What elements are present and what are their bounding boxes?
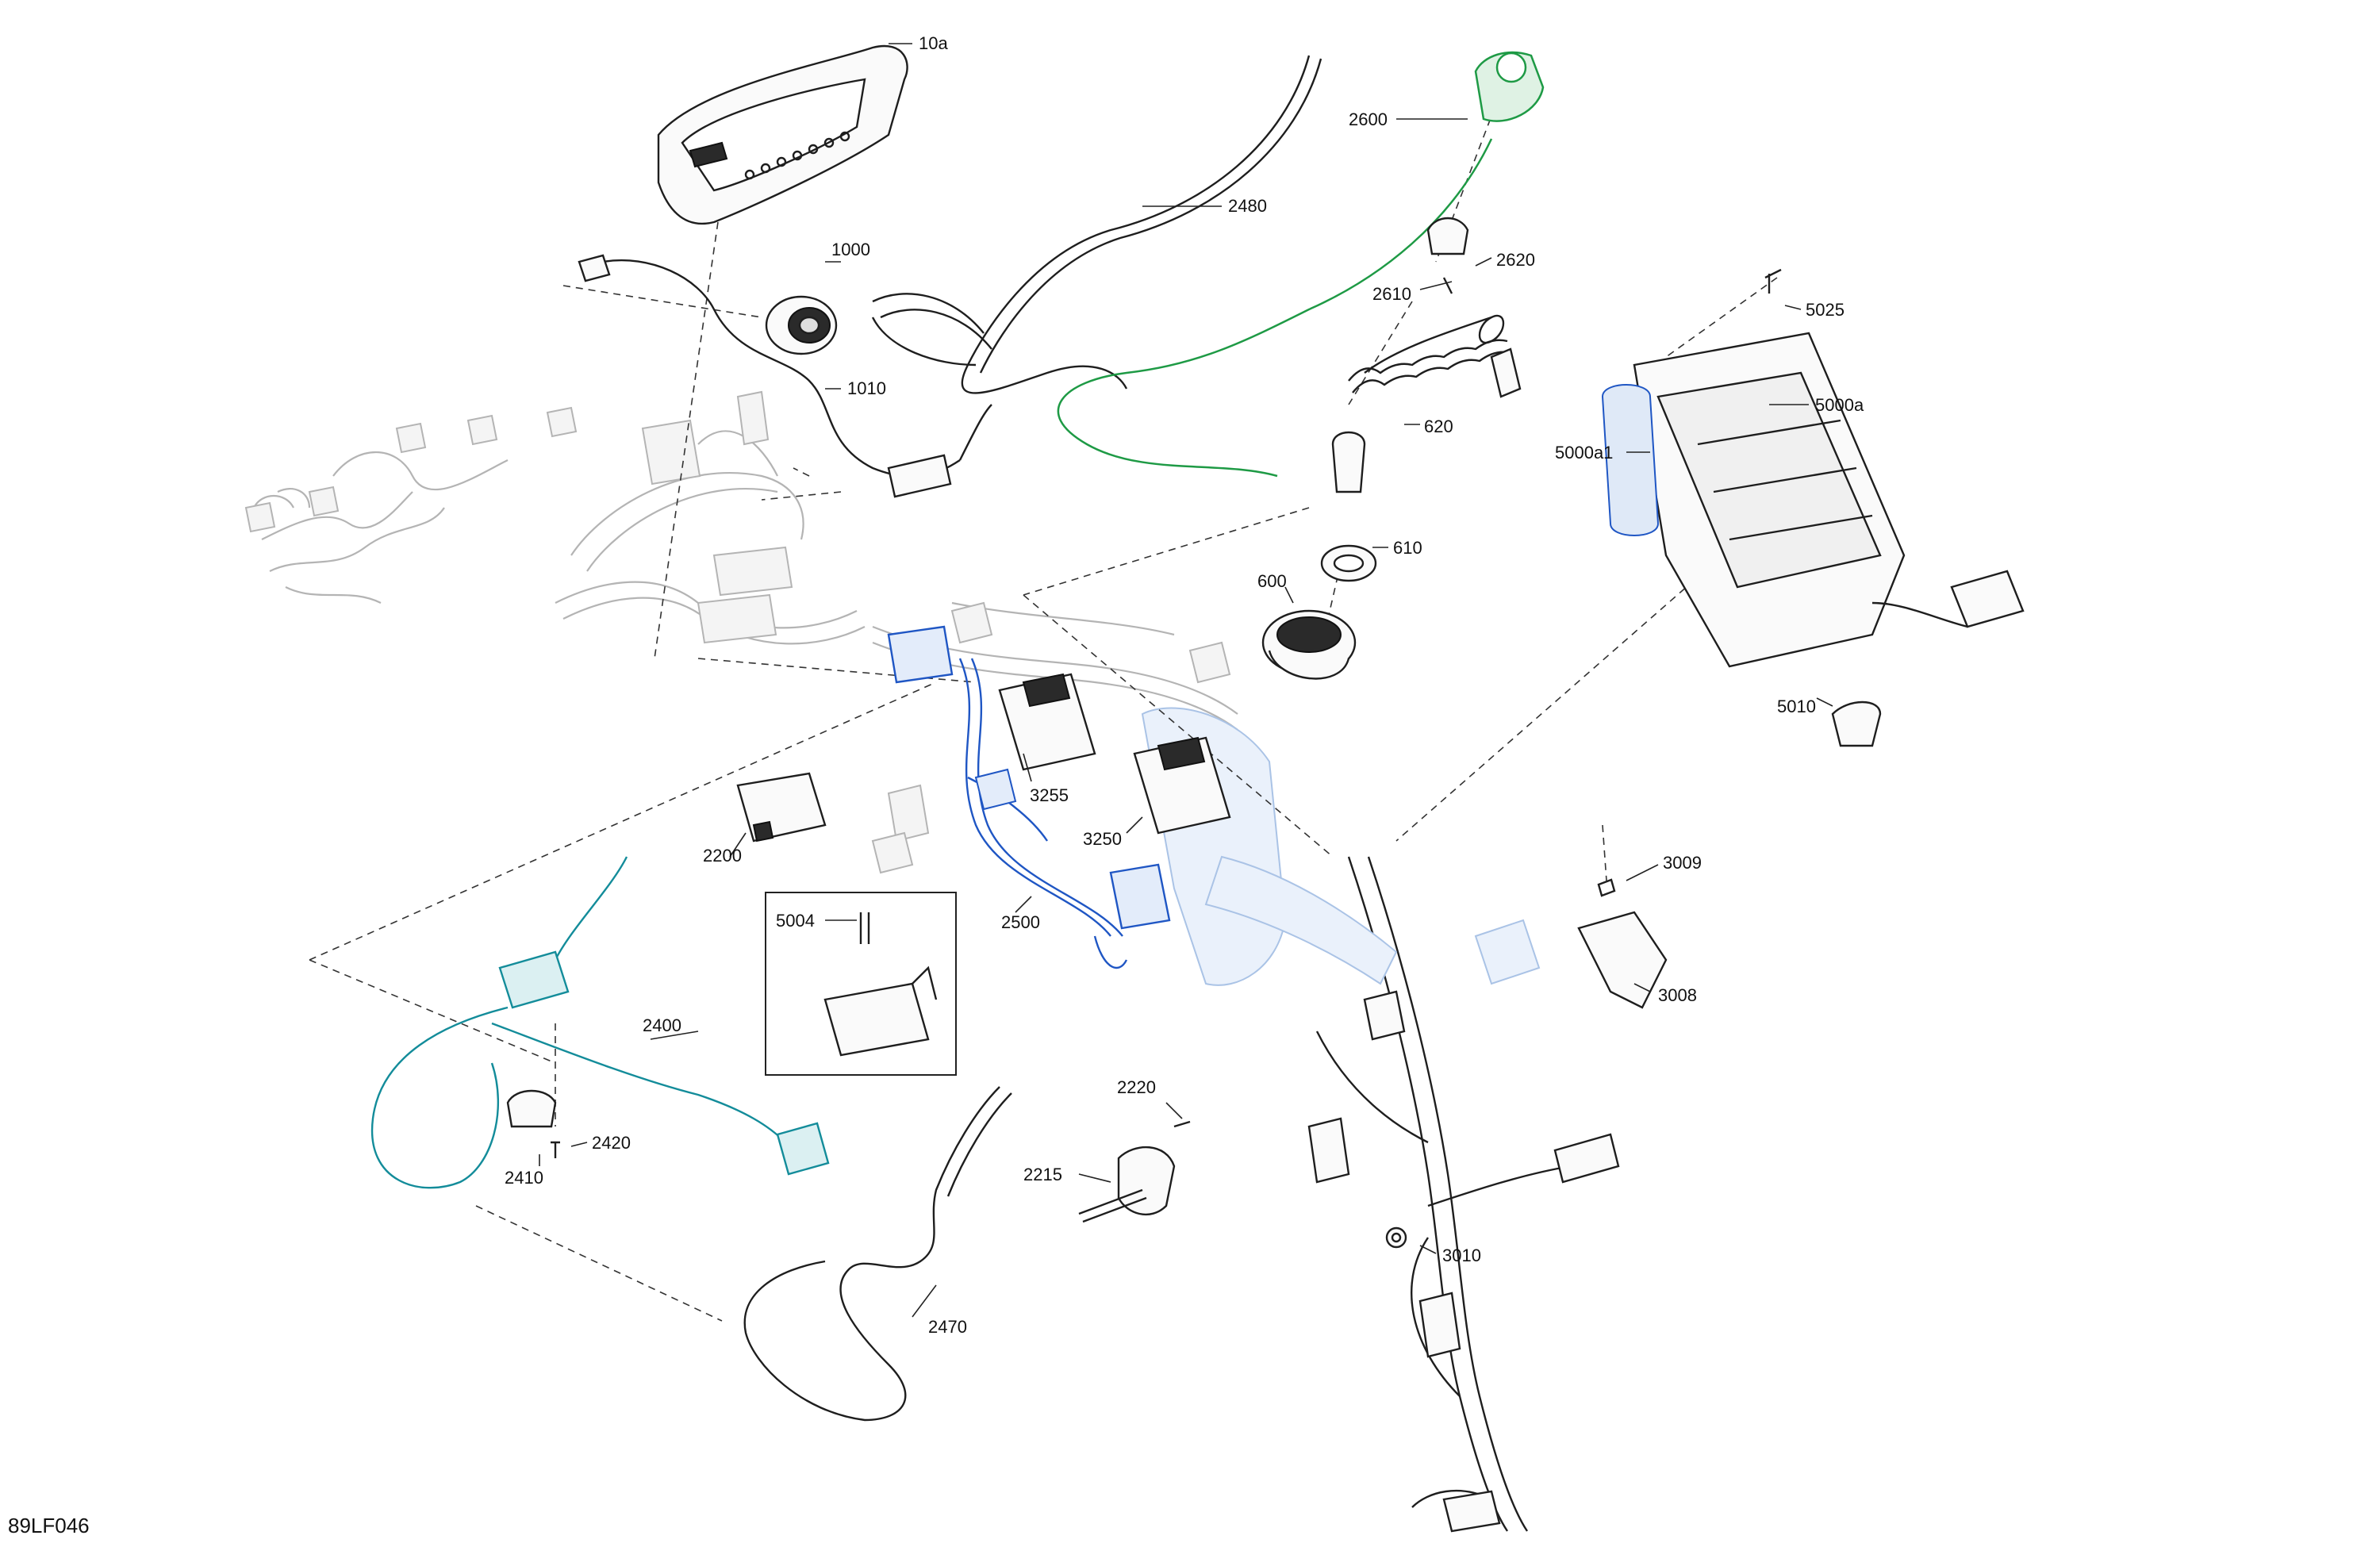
- label-3255: 3255: [1030, 785, 1069, 805]
- harness-blue: [887, 625, 1171, 969]
- part-labels: 10a 1000 1010 2480 2600 2610 2620 620 61…: [505, 33, 1864, 1337]
- cluster-buttons: [744, 131, 850, 180]
- label-2620: 2620: [1496, 250, 1535, 270]
- lanyard-ring: [1320, 544, 1377, 582]
- label-3009: 3009: [1663, 853, 1702, 873]
- label-5010: 5010: [1777, 697, 1816, 716]
- tether-switch-body: [1261, 609, 1357, 680]
- switch-clip: [1426, 217, 1469, 294]
- label-2480: 2480: [1228, 196, 1267, 216]
- instrument-cluster: [657, 44, 908, 225]
- label-2610: 2610: [1372, 284, 1411, 304]
- bracket-2215: [1078, 1120, 1191, 1223]
- key-switch-green: [1057, 51, 1545, 478]
- fuse-inset: [765, 892, 957, 1076]
- label-3008: 3008: [1658, 985, 1697, 1005]
- label-1010: 1010: [847, 378, 886, 398]
- lower-harness: [1307, 856, 1620, 1533]
- bracket-3008: [1577, 878, 1668, 1009]
- label-2400: 2400: [643, 1015, 681, 1035]
- label-5000a1: 5000a1: [1555, 443, 1613, 463]
- switch-3255: [998, 673, 1096, 771]
- ecm-cylinder: [1601, 384, 1660, 536]
- usb-cable: [578, 254, 992, 498]
- power-outlet: [765, 295, 838, 355]
- label-1000: 1000: [831, 240, 870, 259]
- label-10a: 10a: [919, 33, 948, 53]
- bolt-5025: [1764, 268, 1782, 294]
- clip-5010: [1831, 700, 1882, 747]
- clip-2410: [506, 1089, 560, 1158]
- label-2215: 2215: [1023, 1165, 1062, 1184]
- label-2470: 2470: [928, 1317, 967, 1337]
- drain-hose: [743, 1086, 1012, 1422]
- main-harness-ghost: [244, 390, 1238, 874]
- label-600: 600: [1257, 571, 1287, 591]
- label-5025: 5025: [1806, 300, 1844, 320]
- vent-hose: [871, 55, 1322, 394]
- coiled-tether: [1331, 314, 1522, 493]
- nut-3010: [1385, 1226, 1407, 1249]
- sensor-2200: [736, 772, 827, 843]
- label-3010: 3010: [1442, 1246, 1481, 1265]
- label-2500: 2500: [1001, 912, 1040, 932]
- label-3250: 3250: [1083, 829, 1122, 849]
- ecm-module: [1633, 332, 2025, 668]
- label-610: 610: [1393, 538, 1422, 558]
- label-2420: 2420: [592, 1133, 631, 1153]
- switch-3250: [1133, 736, 1231, 835]
- label-5000a: 5000a: [1815, 395, 1864, 415]
- label-2410: 2410: [505, 1168, 543, 1188]
- label-2600: 2600: [1349, 109, 1388, 129]
- label-2200: 2200: [703, 846, 742, 866]
- leader-lines: [539, 43, 1833, 1318]
- label-620: 620: [1424, 416, 1453, 436]
- figure-id: 89LF046: [8, 1514, 90, 1537]
- label-5004: 5004: [776, 911, 815, 931]
- harness-teal: [370, 856, 830, 1189]
- label-2220: 2220: [1117, 1077, 1156, 1097]
